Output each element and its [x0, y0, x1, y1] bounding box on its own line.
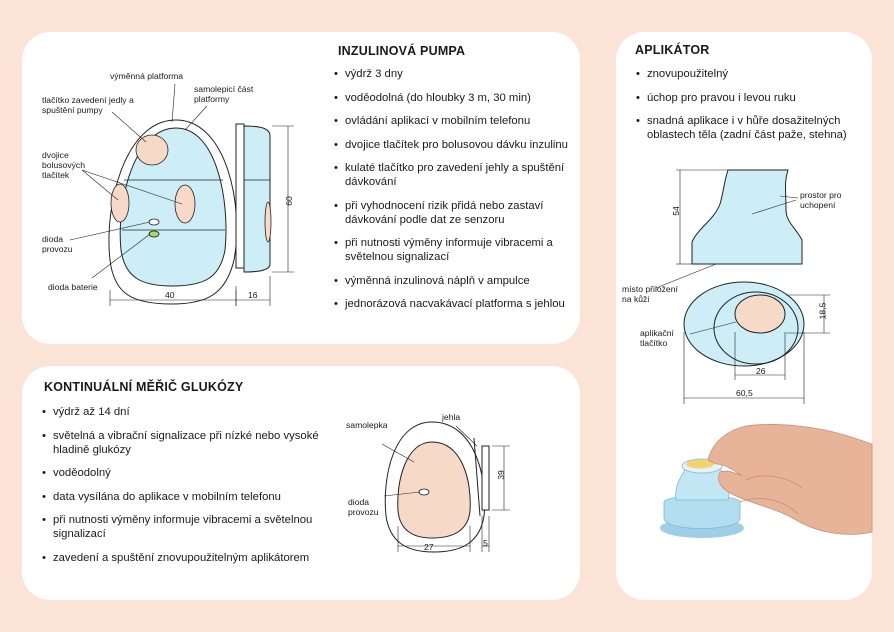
label-app-buttons: aplikační tlačítko — [640, 328, 674, 348]
cgm-dim-height-value: 39 — [495, 470, 506, 480]
list-item: znovupoužitelný — [636, 67, 868, 81]
needle-button — [135, 134, 169, 166]
pump-diagram — [69, 83, 294, 306]
list-item: při nutnosti výměny informuje vibracemi … — [42, 513, 332, 541]
list-item: světelná a vibrační signalizace při nízk… — [42, 429, 332, 457]
label-operation-led: dioda provozu — [42, 234, 73, 254]
list-item: při nutnosti výměny informuje vibracemi … — [334, 236, 574, 264]
label-battery-led: dioda baterie — [48, 282, 98, 292]
applicator-button-top — [734, 294, 786, 334]
list-item: snadná aplikace i v hůře dosažitelných o… — [636, 114, 868, 142]
applicator-dim-height-value: 54 — [670, 206, 681, 216]
cgm-sensor-body — [397, 441, 471, 539]
cgm-led — [418, 488, 430, 496]
list-item: dvojice tlačítek pro bolusovou dávku inz… — [334, 138, 574, 152]
applicator-side-profile — [691, 169, 803, 265]
label-bolus-buttons: dvojice bolusových tlačítek — [42, 150, 85, 180]
insulin-pump-panel: INZULINOVÁ PUMPA výdrž 3 dny voděodolná … — [22, 32, 580, 344]
cgm-title: KONTINUÁLNÍ MĚŘIČ GLUKÓZY — [44, 380, 244, 394]
list-item: při vyhodnocení rizik přidá nebo zastaví… — [334, 199, 574, 227]
applicator-photo-illustration — [660, 424, 873, 538]
cgm-diagram — [381, 421, 510, 553]
pump-side-view — [235, 123, 245, 269]
cgm-dim-width-value: 27 — [424, 542, 434, 552]
bolus-button-right — [174, 184, 196, 224]
list-item: kulaté tlačítko pro zavedení jehly a spu… — [334, 161, 574, 189]
label-grip-space: prostor pro uchopení — [800, 190, 842, 210]
list-item: výdrž až 14 dní — [42, 405, 332, 419]
applicator-dim-button-height-value: 18,5 — [817, 302, 828, 320]
applicator-panel: APLIKÁTOR znovupoužitelný úchop pro prav… — [616, 32, 873, 600]
applicator-title: APLIKÁTOR — [635, 43, 710, 57]
list-item: jednorázová nacvakávací platforma s jehl… — [334, 297, 574, 311]
list-item: voděodolná (do hloubky 3 m, 30 min) — [334, 91, 574, 105]
pump-body — [119, 127, 227, 287]
dim-width-value: 40 — [165, 290, 175, 300]
label-skin-contact: místo přiložení na kůži — [622, 284, 678, 304]
label-needle-button: tlačítko zavedení jedly a spuštění pumpy — [42, 95, 134, 115]
glucose-meter-panel: KONTINUÁLNÍ MĚŘIČ GLUKÓZY výdrž až 14 dn… — [22, 366, 580, 600]
dim-depth-value: 16 — [248, 290, 258, 300]
cgm-feature-list: výdrž až 14 dní světelná a vibrační sign… — [42, 405, 332, 574]
label-sticker: samolepka — [346, 420, 388, 430]
applicator-dim-diameter-value: 60,5 — [736, 388, 753, 398]
operation-led — [148, 218, 160, 226]
bolus-button-left — [110, 183, 130, 223]
list-item: úchop pro pravou i levou ruku — [636, 91, 868, 105]
list-item: výměnná inzulinová náplň v ampulce — [334, 274, 574, 288]
label-needle: jehla — [442, 412, 461, 422]
list-item: data vysílána do aplikace v mobilním tel… — [42, 490, 332, 504]
label-adhesive: samolepicí část platformy — [194, 84, 254, 104]
applicator-dim-button-width-value: 26 — [756, 366, 766, 376]
pump-title: INZULINOVÁ PUMPA — [338, 44, 466, 58]
label-cgm-led: dioda provozu — [348, 497, 379, 517]
list-item: výdrž 3 dny — [334, 67, 574, 81]
cgm-dim-depth-value: 5 — [483, 538, 488, 548]
dim-height-value: 60 — [283, 196, 294, 206]
list-item: zavedení a spuštění znovupoužitelným apl… — [42, 551, 332, 565]
list-item: ovládání aplikací v mobilním telefonu — [334, 114, 574, 128]
list-item: voděodolný — [42, 466, 332, 480]
label-platform: výměnná platforma — [110, 71, 184, 81]
cgm-side-view — [481, 445, 490, 511]
battery-led — [148, 230, 160, 238]
pump-feature-list: výdrž 3 dny voděodolná (do hloubky 3 m, … — [334, 67, 574, 321]
applicator-feature-list: znovupoužitelný úchop pro pravou i levou… — [636, 67, 868, 152]
applicator-diagram — [655, 169, 873, 538]
